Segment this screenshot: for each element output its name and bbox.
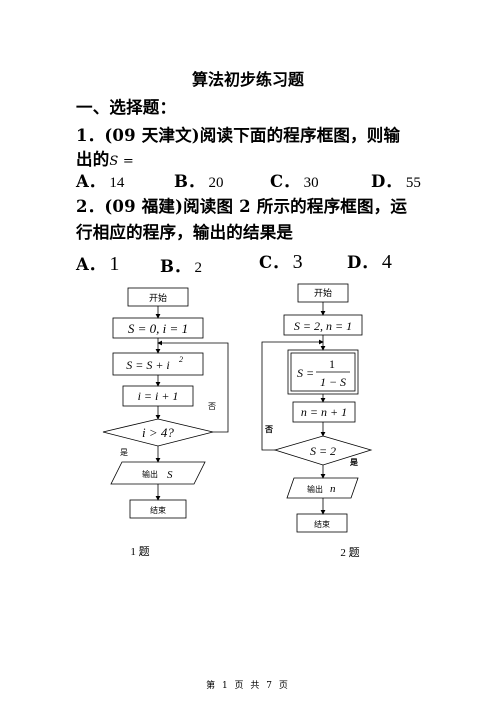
f1-start-label: 开始 — [149, 292, 167, 303]
f1-yes-label: 是 — [120, 448, 128, 457]
f2-output-var: n — [330, 483, 336, 495]
f2-step1-num: 1 — [329, 357, 335, 371]
f2-step2-box — [292, 401, 356, 423]
q1-option-c: C．30 — [270, 172, 319, 191]
f1-end-box — [129, 499, 187, 519]
q1-option-b: B．20 — [174, 172, 224, 191]
f1-init-label: S = 0, i = 1 — [128, 321, 188, 336]
q1-text-line1: 1．(09 天津文)阅读下面的程序框图，则输 — [76, 126, 401, 145]
f2-no-label: 否 — [264, 425, 273, 434]
f1-step1-exp: 2 — [179, 355, 183, 364]
f2-end-label: 结束 — [314, 519, 330, 529]
section-heading: 一、选择题： — [76, 98, 177, 117]
page-title: 算法初步练习题 — [191, 70, 304, 89]
f2-step2-label: n = n + 1 — [301, 405, 347, 419]
flowchart-1 — [102, 287, 229, 519]
q1-text-line2: 出的S = — [76, 146, 134, 170]
f2-step1-den: 1 − S — [320, 375, 346, 389]
f2-caption: 2 题 — [340, 546, 359, 559]
f1-output-var: S — [167, 469, 173, 481]
f2-end-box — [296, 513, 348, 533]
q1-option-d: D．55 — [371, 172, 421, 191]
f2-output-label: 输出 — [307, 484, 323, 494]
flowchart-2-text: 开始 S = 2, n = 1 S = 1 1 − S n = n + 1 S … — [264, 287, 360, 559]
q2-option-c: C．3 — [259, 251, 303, 273]
q2-option-b: B．2 — [160, 257, 202, 276]
q2-option-d: D．4 — [347, 251, 392, 273]
q1-option-a: A．14 — [76, 172, 125, 191]
f1-cond-label: i > 4? — [142, 425, 174, 440]
flowchart-1-text: 开始 S = 0, i = 1 S = S + i 2 i = i + 1 i … — [120, 292, 216, 558]
f2-step1-lhs: S = — [297, 366, 314, 380]
q1-expr: S = — [109, 154, 134, 169]
f1-end-label: 结束 — [150, 505, 166, 515]
f1-output-label: 输出 — [142, 469, 158, 479]
q1-text-prefix: 出的 — [76, 150, 110, 169]
q2-text-line1: 2．(09 福建)阅读图 2 所示的程序框图，运 — [76, 197, 408, 216]
f1-step2-label: i = i + 1 — [138, 389, 179, 403]
q2-text-line2: 行相应的程序，输出的结果是 — [76, 223, 294, 242]
page-footer: 第 1 页 共 7 页 — [206, 681, 290, 691]
f2-cond-label: S = 2 — [310, 444, 336, 458]
f1-output-para — [110, 461, 206, 485]
f1-no-label: 否 — [208, 402, 216, 411]
f1-caption: 1 题 — [130, 545, 149, 558]
f2-output-para — [286, 477, 359, 499]
flowchart-2 — [261, 283, 373, 533]
f2-init-label: S = 2, n = 1 — [294, 319, 352, 333]
f2-step1-box-inner — [290, 352, 356, 392]
f2-start-label: 开始 — [314, 287, 332, 298]
f2-yes-label: 是 — [349, 457, 358, 467]
q2-option-a: A．1 — [76, 253, 120, 275]
f1-step1-label: S = S + i — [126, 358, 170, 372]
